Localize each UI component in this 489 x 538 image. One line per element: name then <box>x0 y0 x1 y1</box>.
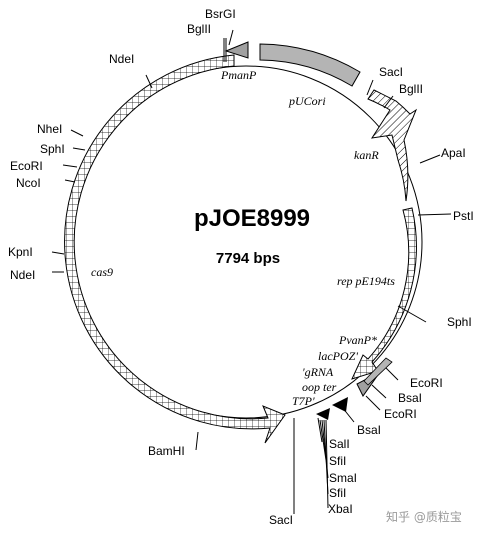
site-xbai: XbaI <box>328 502 353 516</box>
pmanp-label: PmanP <box>220 68 257 82</box>
kanr-arrow <box>367 89 418 202</box>
site-ndei-left: NdeI <box>10 268 35 282</box>
site-bsrgi: BsrGI <box>205 7 236 21</box>
watermark-text: 知乎 @质粒宝 <box>386 509 462 524</box>
site-ecori-1: EcoRI <box>410 376 443 390</box>
oopter-label: oop ter <box>302 380 337 394</box>
rep-arc <box>351 207 417 380</box>
kanr-label: kanR <box>354 148 379 162</box>
site-sphi-left: SphI <box>40 142 65 156</box>
pmanp-arrow <box>224 41 249 59</box>
site-bglii-top: BglII <box>187 22 211 36</box>
cas9-label: cas9 <box>91 265 113 279</box>
lacpoz-label: lacPOZ' <box>318 349 358 363</box>
site-sfii-1: SfiI <box>329 454 346 468</box>
site-psti: PstI <box>453 209 474 223</box>
pvanp-label: PvanP* <box>338 333 377 347</box>
plasmid-size: 7794 bps <box>216 250 280 267</box>
site-bsai-2: BsaI <box>357 423 381 437</box>
site-ndei-top: NdeI <box>109 52 134 66</box>
t7p-label: T7P' <box>292 394 315 408</box>
pvanp-tail <box>363 357 393 386</box>
site-bglii-right: BglII <box>399 82 423 96</box>
site-ecori-left: EcoRI <box>10 159 43 173</box>
pucori-label: pUCori <box>288 94 326 108</box>
site-nhei: NheI <box>37 122 62 136</box>
pucori-block <box>259 43 361 87</box>
site-ecori-2: EcoRI <box>384 407 417 421</box>
site-saci-bottom: SacI <box>269 513 293 527</box>
site-bamhi: BamHI <box>148 444 185 458</box>
site-apai: ApaI <box>441 146 466 160</box>
site-bsai-1: BsaI <box>398 391 422 405</box>
site-ticks <box>51 29 452 514</box>
cloning-triangle-1 <box>332 397 348 412</box>
site-kpni: KpnI <box>8 245 33 259</box>
site-saci-right: SacI <box>379 65 403 79</box>
site-ncoi: NcoI <box>16 176 41 190</box>
site-sphi-right: SphI <box>447 315 472 329</box>
cas9-arc <box>64 54 286 444</box>
site-smai: SmaI <box>329 471 357 485</box>
site-sali: SalI <box>329 437 350 451</box>
plasmid-name: pJOE8999 <box>194 205 310 232</box>
cloning-triangle-2 <box>316 408 330 420</box>
site-sfii-2: SfiI <box>329 486 346 500</box>
rep-label: rep pE194ts <box>337 274 395 288</box>
grna-label: 'gRNA <box>302 365 334 379</box>
